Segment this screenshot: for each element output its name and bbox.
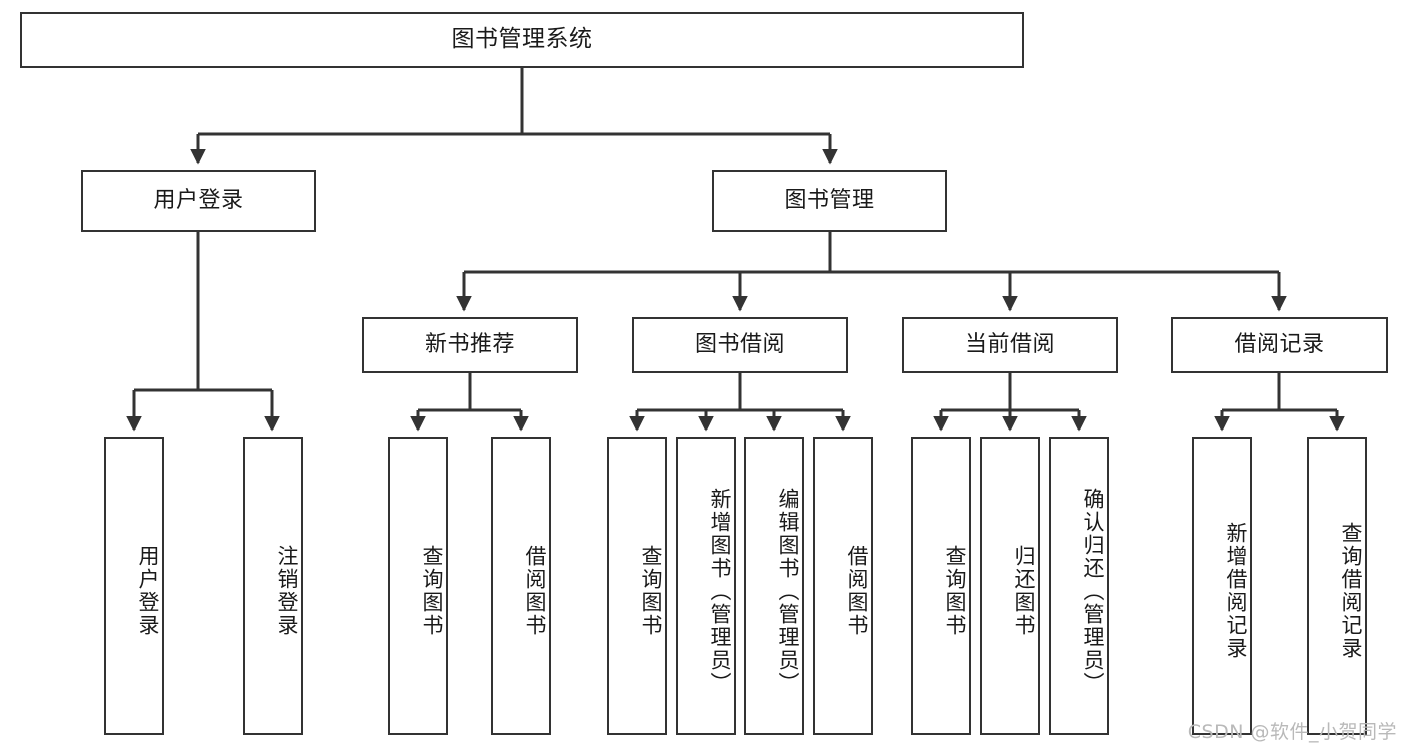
- node-current-borrow[interactable]: 当前借阅: [902, 317, 1118, 373]
- node-book-management[interactable]: 图书管理: [712, 170, 947, 232]
- node-label: 查询图书: [943, 545, 967, 637]
- node-user-login[interactable]: 用户登录: [81, 170, 316, 232]
- node-label: 查询图书: [420, 545, 444, 637]
- leaf-borrow-book-recommend[interactable]: 借阅图书: [491, 437, 551, 735]
- node-label: 确认归还（管理员）: [1081, 487, 1105, 695]
- node-label: 图书管理系统: [451, 26, 593, 53]
- leaf-query-book-borrow[interactable]: 查询图书: [607, 437, 667, 735]
- node-label: 图书借阅: [694, 331, 785, 357]
- leaf-borrow-book-borrow[interactable]: 借阅图书: [813, 437, 873, 735]
- node-label: 新书推荐: [424, 331, 515, 357]
- node-root-book-management-system[interactable]: 图书管理系统: [20, 12, 1024, 68]
- leaf-confirm-return-admin[interactable]: 确认归还（管理员）: [1049, 437, 1109, 735]
- node-label: 归还图书: [1012, 545, 1036, 637]
- node-label: 借阅记录: [1234, 331, 1325, 357]
- node-label: 用户登录: [136, 545, 160, 637]
- leaf-add-book-admin[interactable]: 新增图书（管理员）: [676, 437, 736, 735]
- leaf-query-borrow-record[interactable]: 查询借阅记录: [1307, 437, 1367, 735]
- leaf-query-book-recommend[interactable]: 查询图书: [388, 437, 448, 735]
- node-label: 查询图书: [639, 545, 663, 637]
- leaf-logout-login[interactable]: 注销登录: [243, 437, 303, 735]
- node-book-borrow[interactable]: 图书借阅: [632, 317, 848, 373]
- node-label: 编辑图书（管理员）: [776, 487, 800, 695]
- node-borrow-record[interactable]: 借阅记录: [1171, 317, 1388, 373]
- leaf-edit-book-admin[interactable]: 编辑图书（管理员）: [744, 437, 804, 735]
- leaf-query-book-current[interactable]: 查询图书: [911, 437, 971, 735]
- node-label: 新增借阅记录: [1224, 522, 1248, 660]
- watermark-text: CSDN @软件_小贺同学: [1187, 721, 1397, 743]
- node-label: 当前借阅: [964, 331, 1055, 357]
- leaf-user-login[interactable]: 用户登录: [104, 437, 164, 735]
- leaf-add-borrow-record[interactable]: 新增借阅记录: [1192, 437, 1252, 735]
- node-label: 新增图书（管理员）: [708, 487, 732, 695]
- node-new-book-recommend[interactable]: 新书推荐: [362, 317, 578, 373]
- node-label: 查询借阅记录: [1339, 522, 1363, 660]
- leaf-return-book[interactable]: 归还图书: [980, 437, 1040, 735]
- node-label: 图书管理: [784, 187, 875, 213]
- node-label: 借阅图书: [845, 545, 869, 637]
- node-label: 注销登录: [275, 545, 299, 637]
- node-label: 借阅图书: [523, 545, 547, 637]
- node-label: 用户登录: [153, 187, 244, 213]
